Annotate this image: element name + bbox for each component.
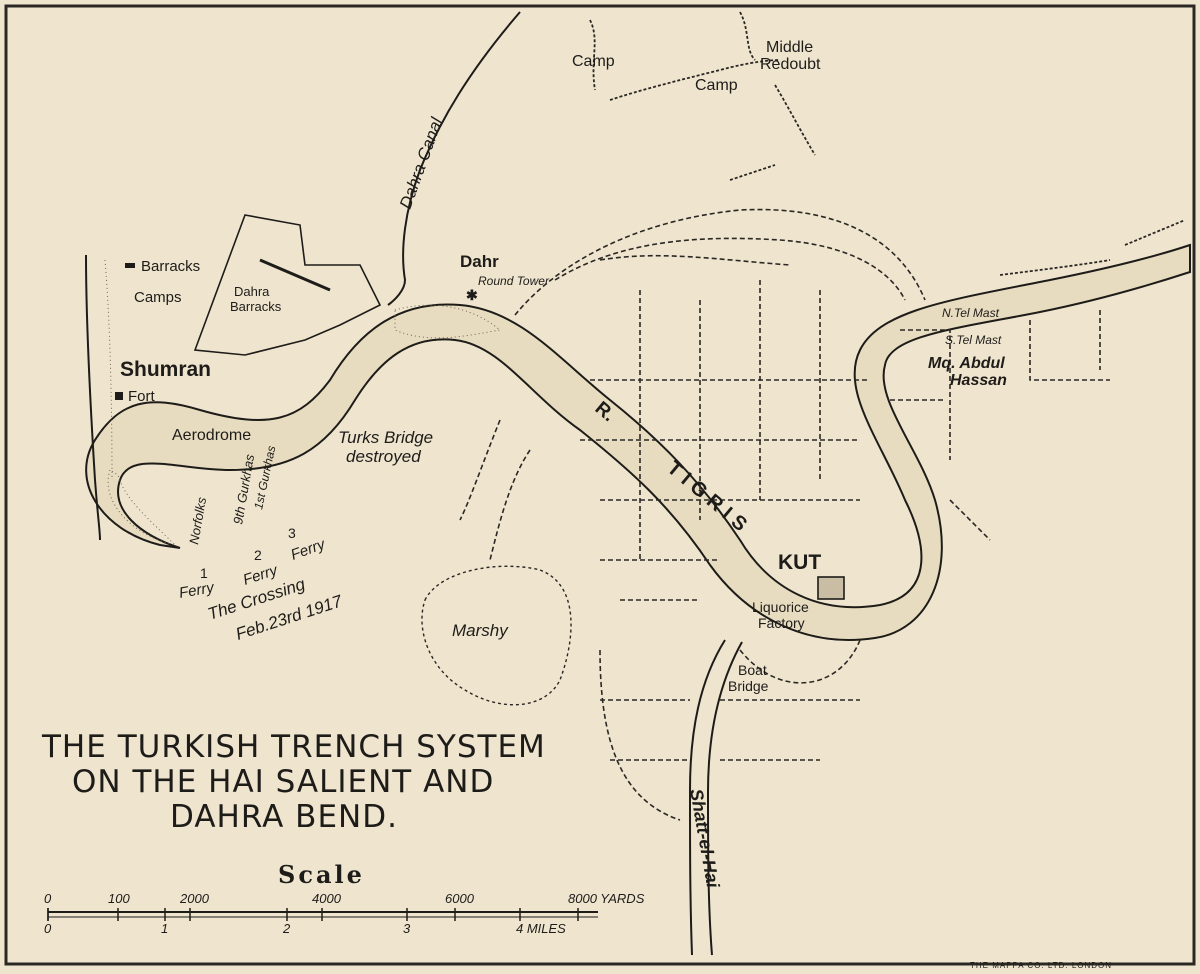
scale-bar: Scale 0 100 2000 4000 6000 8000 YARDS 0 1 2 3 4 M… xyxy=(44,860,645,936)
label-camps: Camps xyxy=(134,289,182,306)
round-tower-icon: ✱ xyxy=(466,287,478,303)
map-border xyxy=(4,4,1196,966)
imprint: THE MAPPA CO. LTD. LONDON xyxy=(970,961,1112,970)
barracks-icon xyxy=(125,263,135,268)
scale-yard-label: 8000 YARDS xyxy=(568,891,645,906)
barracks-block xyxy=(259,258,331,292)
northern-trenches xyxy=(589,11,1186,276)
label-mosque: Mq. Abdul xyxy=(928,355,1005,372)
label-s-tel-mast: S.Tel Mast xyxy=(945,333,1002,347)
scale-yard-label: 0 xyxy=(44,891,52,906)
label-middle: Middle xyxy=(766,39,813,56)
label-ferry-num-2: 2 xyxy=(254,547,262,563)
label-boat-2: Bridge xyxy=(728,678,769,694)
scale-mile-label: 0 xyxy=(44,921,52,936)
label-ferry-num-1: 1 xyxy=(200,565,208,581)
scale-yard-label: 4000 xyxy=(312,891,342,906)
scale-mile-label: 3 xyxy=(403,921,411,936)
label-aerodrome: Aerodrome xyxy=(172,427,251,444)
label-dahra-barracks-2: Barracks xyxy=(230,299,282,314)
label-round-tower: Round Tower xyxy=(478,274,550,288)
scale-mile-label: 4 MILES xyxy=(516,921,566,936)
label-turks-bridge-1: Turks Bridge xyxy=(338,428,433,447)
fort-icon xyxy=(115,392,123,400)
label-camp-2: Camp xyxy=(695,77,738,94)
label-shumran: Shumran xyxy=(120,358,211,381)
title-line-3: DAHRA BEND. xyxy=(170,799,398,835)
label-marshy: Marshy xyxy=(452,621,509,640)
label-liquorice-1: Liquorice xyxy=(752,599,809,615)
label-liquorice-2: Factory xyxy=(758,615,805,631)
label-ferry-1: Ferry xyxy=(178,579,217,602)
dahra-barracks-enclosure xyxy=(193,214,382,356)
trench-network xyxy=(459,208,1110,821)
scale-yard-label: 100 xyxy=(108,891,130,906)
label-fort: Fort xyxy=(128,388,156,405)
label-turks-bridge-2: destroyed xyxy=(346,447,421,466)
title-line-1: THE TURKISH TRENCH SYSTEM xyxy=(41,729,546,765)
label-camp-1: Camp xyxy=(572,53,615,70)
scale-yard-label: 6000 xyxy=(445,891,475,906)
title-line-2: ON THE HAI SALIENT AND xyxy=(72,764,494,800)
tigris-river xyxy=(85,243,1191,641)
label-dahra-barracks-1: Dahra xyxy=(234,284,270,299)
dahra-canal xyxy=(387,11,521,306)
label-n-tel-mast: N.Tel Mast xyxy=(942,306,1000,320)
label-ferry-num-3: 3 xyxy=(288,525,296,541)
scale-yard-label: 2000 xyxy=(179,891,210,906)
label-hassan: Hassan xyxy=(950,372,1007,389)
label-kut: KUT xyxy=(778,551,821,574)
scale-mile-label: 1 xyxy=(161,921,168,936)
label-boat-1: Boat xyxy=(738,662,767,678)
scale-title: Scale xyxy=(278,860,365,889)
label-redoubt: Redoubt xyxy=(760,56,821,73)
label-barracks: Barracks xyxy=(141,258,200,275)
label-dahr: Dahr xyxy=(460,252,499,271)
shatt-el-hai-channel xyxy=(688,639,726,956)
scale-mile-label: 2 xyxy=(282,921,291,936)
kut-town-icon xyxy=(817,576,845,600)
